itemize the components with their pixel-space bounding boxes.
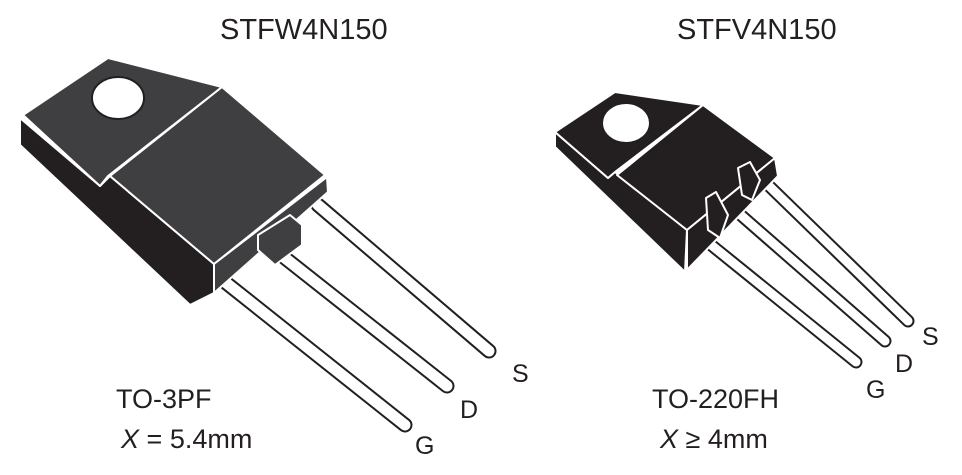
to220fh-leads xyxy=(698,175,915,369)
dimension-value: 4mm xyxy=(707,424,768,454)
dimension-op: = xyxy=(146,424,163,454)
package-name-right: TO-220FH xyxy=(652,384,780,414)
lead-g xyxy=(217,274,413,433)
lead-s xyxy=(758,175,915,328)
dimension-op: ≥ xyxy=(685,424,701,454)
dimension-right: X ≥ 4mm xyxy=(660,426,768,453)
mounting-hole xyxy=(91,76,145,120)
pin-label-d: D xyxy=(895,350,914,378)
dimension-left: X = 5.4mm xyxy=(121,426,252,453)
package-name-left: TO-3PF xyxy=(116,384,212,414)
dimension-var: X xyxy=(660,424,679,454)
lead-clip-g xyxy=(705,191,729,239)
pin-label-g: G xyxy=(866,376,886,404)
lead-d xyxy=(277,250,455,394)
lead-d xyxy=(728,203,892,348)
pin-label-g: G xyxy=(415,432,435,460)
pin-label-s: S xyxy=(512,360,529,388)
to3pf-package xyxy=(19,57,497,433)
lead-clip-s xyxy=(737,161,761,201)
part-number-right: STFV4N150 xyxy=(677,14,837,46)
lead-s xyxy=(310,197,497,359)
to220fh-package xyxy=(554,91,915,369)
dimension-var: X xyxy=(121,424,140,454)
pin-label-d: D xyxy=(460,396,479,424)
dimension-value: 5.4mm xyxy=(169,424,253,454)
to3pf-leads xyxy=(217,197,497,433)
lead-boss xyxy=(257,214,303,266)
part-number-left: STFW4N150 xyxy=(220,14,388,46)
lead-g xyxy=(698,233,863,369)
mounting-hole xyxy=(601,102,651,144)
pin-label-s: S xyxy=(922,323,939,351)
